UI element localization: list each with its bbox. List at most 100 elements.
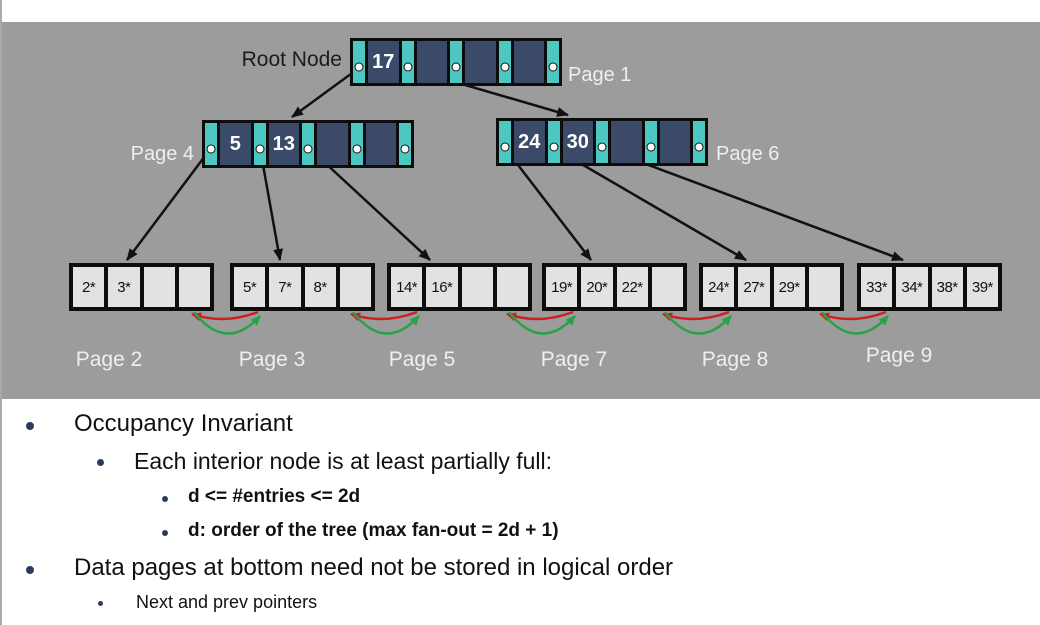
page9-label: Page 9 (865, 344, 933, 367)
prev-pointer-arrow (506, 310, 574, 322)
tree-diagram-panel: 17 5 13 24 30 Root Node Page 1 Page 4 Page… (2, 22, 1040, 399)
pointer-cell (205, 123, 217, 165)
page8-label: Page 8 (701, 348, 769, 371)
bullet-text: Next and prev pointers (136, 591, 318, 612)
pointer-dot-icon (597, 142, 607, 152)
key-cell: 30 (562, 121, 593, 163)
record-cell (339, 267, 371, 307)
key-cell: 13 (268, 123, 299, 165)
record-cell: 38* (931, 267, 963, 307)
bullet-dot-icon (162, 529, 168, 536)
notes-section: Occupancy Invariant Each interior node i… (2, 399, 1040, 613)
pointer-cell (253, 123, 266, 165)
bullet-entries-bound: d <= #entries <= 2d (2, 486, 1040, 509)
key-cell: 5 (220, 123, 251, 165)
pointer-cell (498, 41, 511, 83)
pointer-dot-icon (548, 62, 558, 72)
pointer-dot-icon (352, 144, 361, 154)
bullet-interior-node-full: Each interior node is at least partially… (2, 448, 1040, 476)
key-cell: 24 (514, 121, 545, 163)
page2-label: Page 2 (75, 348, 143, 371)
prev-pointer-arrow (819, 310, 887, 322)
bullet-dot-icon (26, 422, 34, 430)
bullet-text: Occupancy Invariant (74, 410, 293, 437)
bullet-dot-icon (97, 459, 104, 467)
key-cell (317, 123, 348, 165)
root-node-label: Root Node (241, 48, 342, 71)
bullet-data-pages-order: Data pages at bottom need not be stored … (2, 554, 1040, 583)
pointer-cell (499, 121, 511, 163)
page1-label: Page 1 (568, 64, 632, 86)
pointer-cell (302, 123, 314, 165)
pointer-cell (596, 121, 608, 163)
pointer-dot-icon (694, 142, 704, 152)
key-cell (513, 41, 544, 83)
pointer-cell (399, 123, 411, 165)
record-cell: 14* (391, 267, 423, 307)
arrow-page6-to-page9 (602, 146, 904, 262)
bullet-occupancy-invariant: Occupancy Invariant (2, 410, 1040, 439)
key-cell (465, 41, 496, 83)
pointer-cell (353, 41, 365, 83)
record-cell: 3* (108, 267, 140, 307)
arrow-page6-to-page8 (553, 146, 747, 262)
arrow-page4-to-page2 (126, 147, 212, 261)
prev-pointer-arrow (191, 310, 259, 322)
pointer-dot-icon (255, 144, 264, 154)
page5-label: Page 5 (388, 348, 456, 371)
pointer-dot-icon (303, 144, 313, 154)
leaf-node-page3: 5*7*8* (230, 263, 375, 311)
bullet-next-prev-pointers: Next and prev pointers (2, 592, 1040, 614)
key-cell: 17 (368, 41, 399, 83)
pointer-dot-icon (354, 62, 364, 72)
pointer-dot-icon (500, 62, 509, 72)
record-cell: 2* (73, 267, 105, 307)
pointer-cell (547, 121, 560, 163)
bullet-order-definition: d: order of the tree (max fan-out = 2d +… (2, 520, 1040, 543)
key-cell (659, 121, 690, 163)
next-pointer-arrow (821, 311, 889, 335)
page7-label: Page 7 (540, 348, 608, 371)
record-cell: 16* (426, 267, 458, 307)
record-cell (496, 267, 528, 307)
pointer-dot-icon (549, 142, 558, 152)
next-pointer-arrow (193, 311, 261, 335)
page3-label: Page 3 (238, 348, 306, 371)
next-pointer-arrow (664, 311, 732, 335)
record-cell: 8* (304, 267, 336, 307)
bullet-text: d: order of the tree (max fan-out = 2d +… (188, 520, 559, 542)
page4-label: Page 4 (130, 143, 194, 165)
record-cell: 7* (269, 267, 301, 307)
key-cell (365, 123, 396, 165)
record-cell (651, 267, 683, 307)
bullet-text: Data pages at bottom need not be stored … (74, 553, 674, 581)
pointer-dot-icon (403, 62, 412, 72)
record-cell (143, 267, 175, 307)
record-cell: 20* (581, 267, 613, 307)
pointer-cell (693, 121, 705, 163)
record-cell: 19* (546, 267, 578, 307)
key-cell (416, 41, 447, 83)
prev-pointer-arrow (350, 310, 418, 322)
record-cell: 34* (896, 267, 928, 307)
prev-pointer-arrow (662, 310, 730, 322)
leaf-node-page7: 19*20*22* (542, 263, 687, 311)
record-cell: 24* (703, 267, 735, 307)
page6-label: Page 6 (716, 143, 780, 165)
pointer-cell (547, 41, 559, 83)
key-cell (611, 121, 642, 163)
pointer-cell (644, 121, 657, 163)
arrow-root-to-page4 (291, 66, 360, 119)
next-pointer-arrow (352, 311, 420, 335)
arrow-page6-to-page7 (504, 147, 592, 261)
record-cell (808, 267, 840, 307)
leaf-node-page5: 14*16* (387, 263, 532, 311)
record-cell: 22* (616, 267, 648, 307)
record-cell: 33* (861, 267, 893, 307)
pointer-dot-icon (400, 144, 410, 154)
record-cell: 29* (773, 267, 805, 307)
tree-arrows (126, 66, 904, 335)
record-cell: 5* (234, 267, 266, 307)
bullet-text: d <= #entries <= 2d (188, 486, 361, 508)
pointer-dot-icon (646, 142, 655, 152)
